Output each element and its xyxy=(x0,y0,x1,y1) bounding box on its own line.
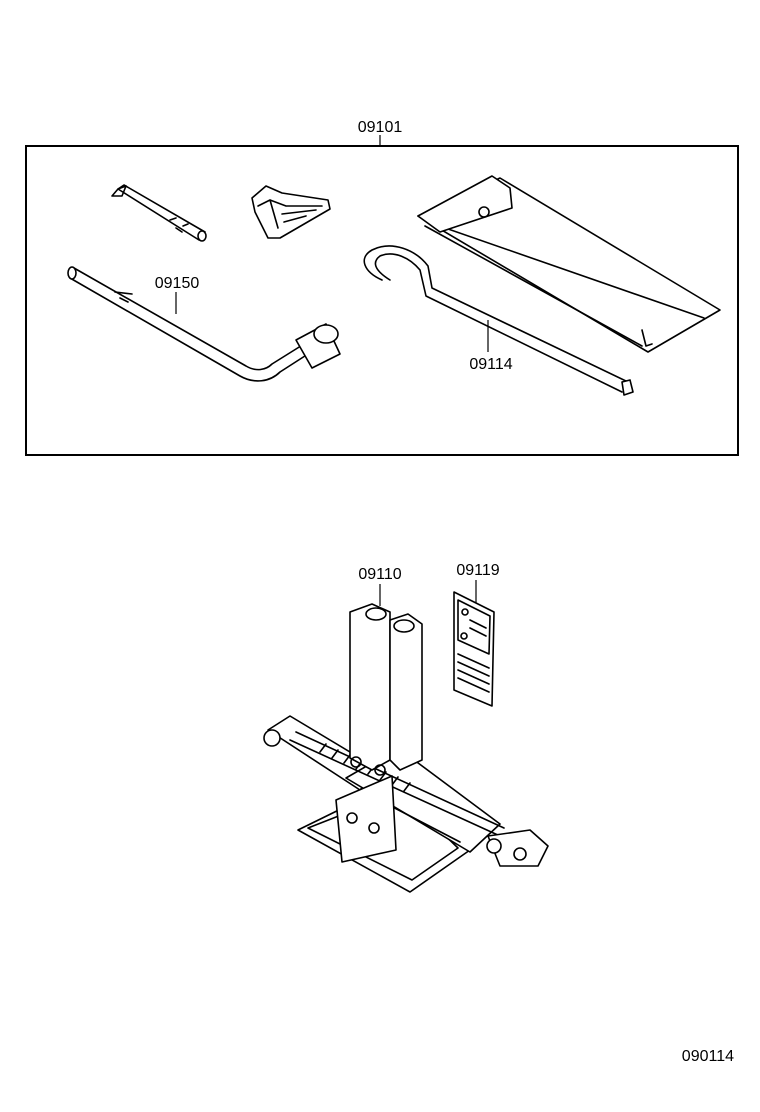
tool-kit-label: 09101 xyxy=(358,119,403,136)
caution-plate-label: 09119 xyxy=(456,562,499,579)
tool-kit-frame xyxy=(25,145,739,456)
jack-label: 09110 xyxy=(358,566,401,583)
jack: 09110 xyxy=(263,566,549,893)
tool-kit-group: 09101 xyxy=(25,119,739,456)
tool-bag xyxy=(417,175,721,353)
wheel-chock xyxy=(251,185,331,239)
jack-handle: 09150 xyxy=(67,266,341,382)
illustration-number: 090114 xyxy=(682,1048,734,1065)
caution-plate: 09119 xyxy=(453,562,500,707)
hook-label: 09114 xyxy=(469,356,512,373)
screwdriver xyxy=(111,184,207,242)
jack-handle-label: 09150 xyxy=(155,275,200,292)
hook: 09114 xyxy=(363,245,634,396)
